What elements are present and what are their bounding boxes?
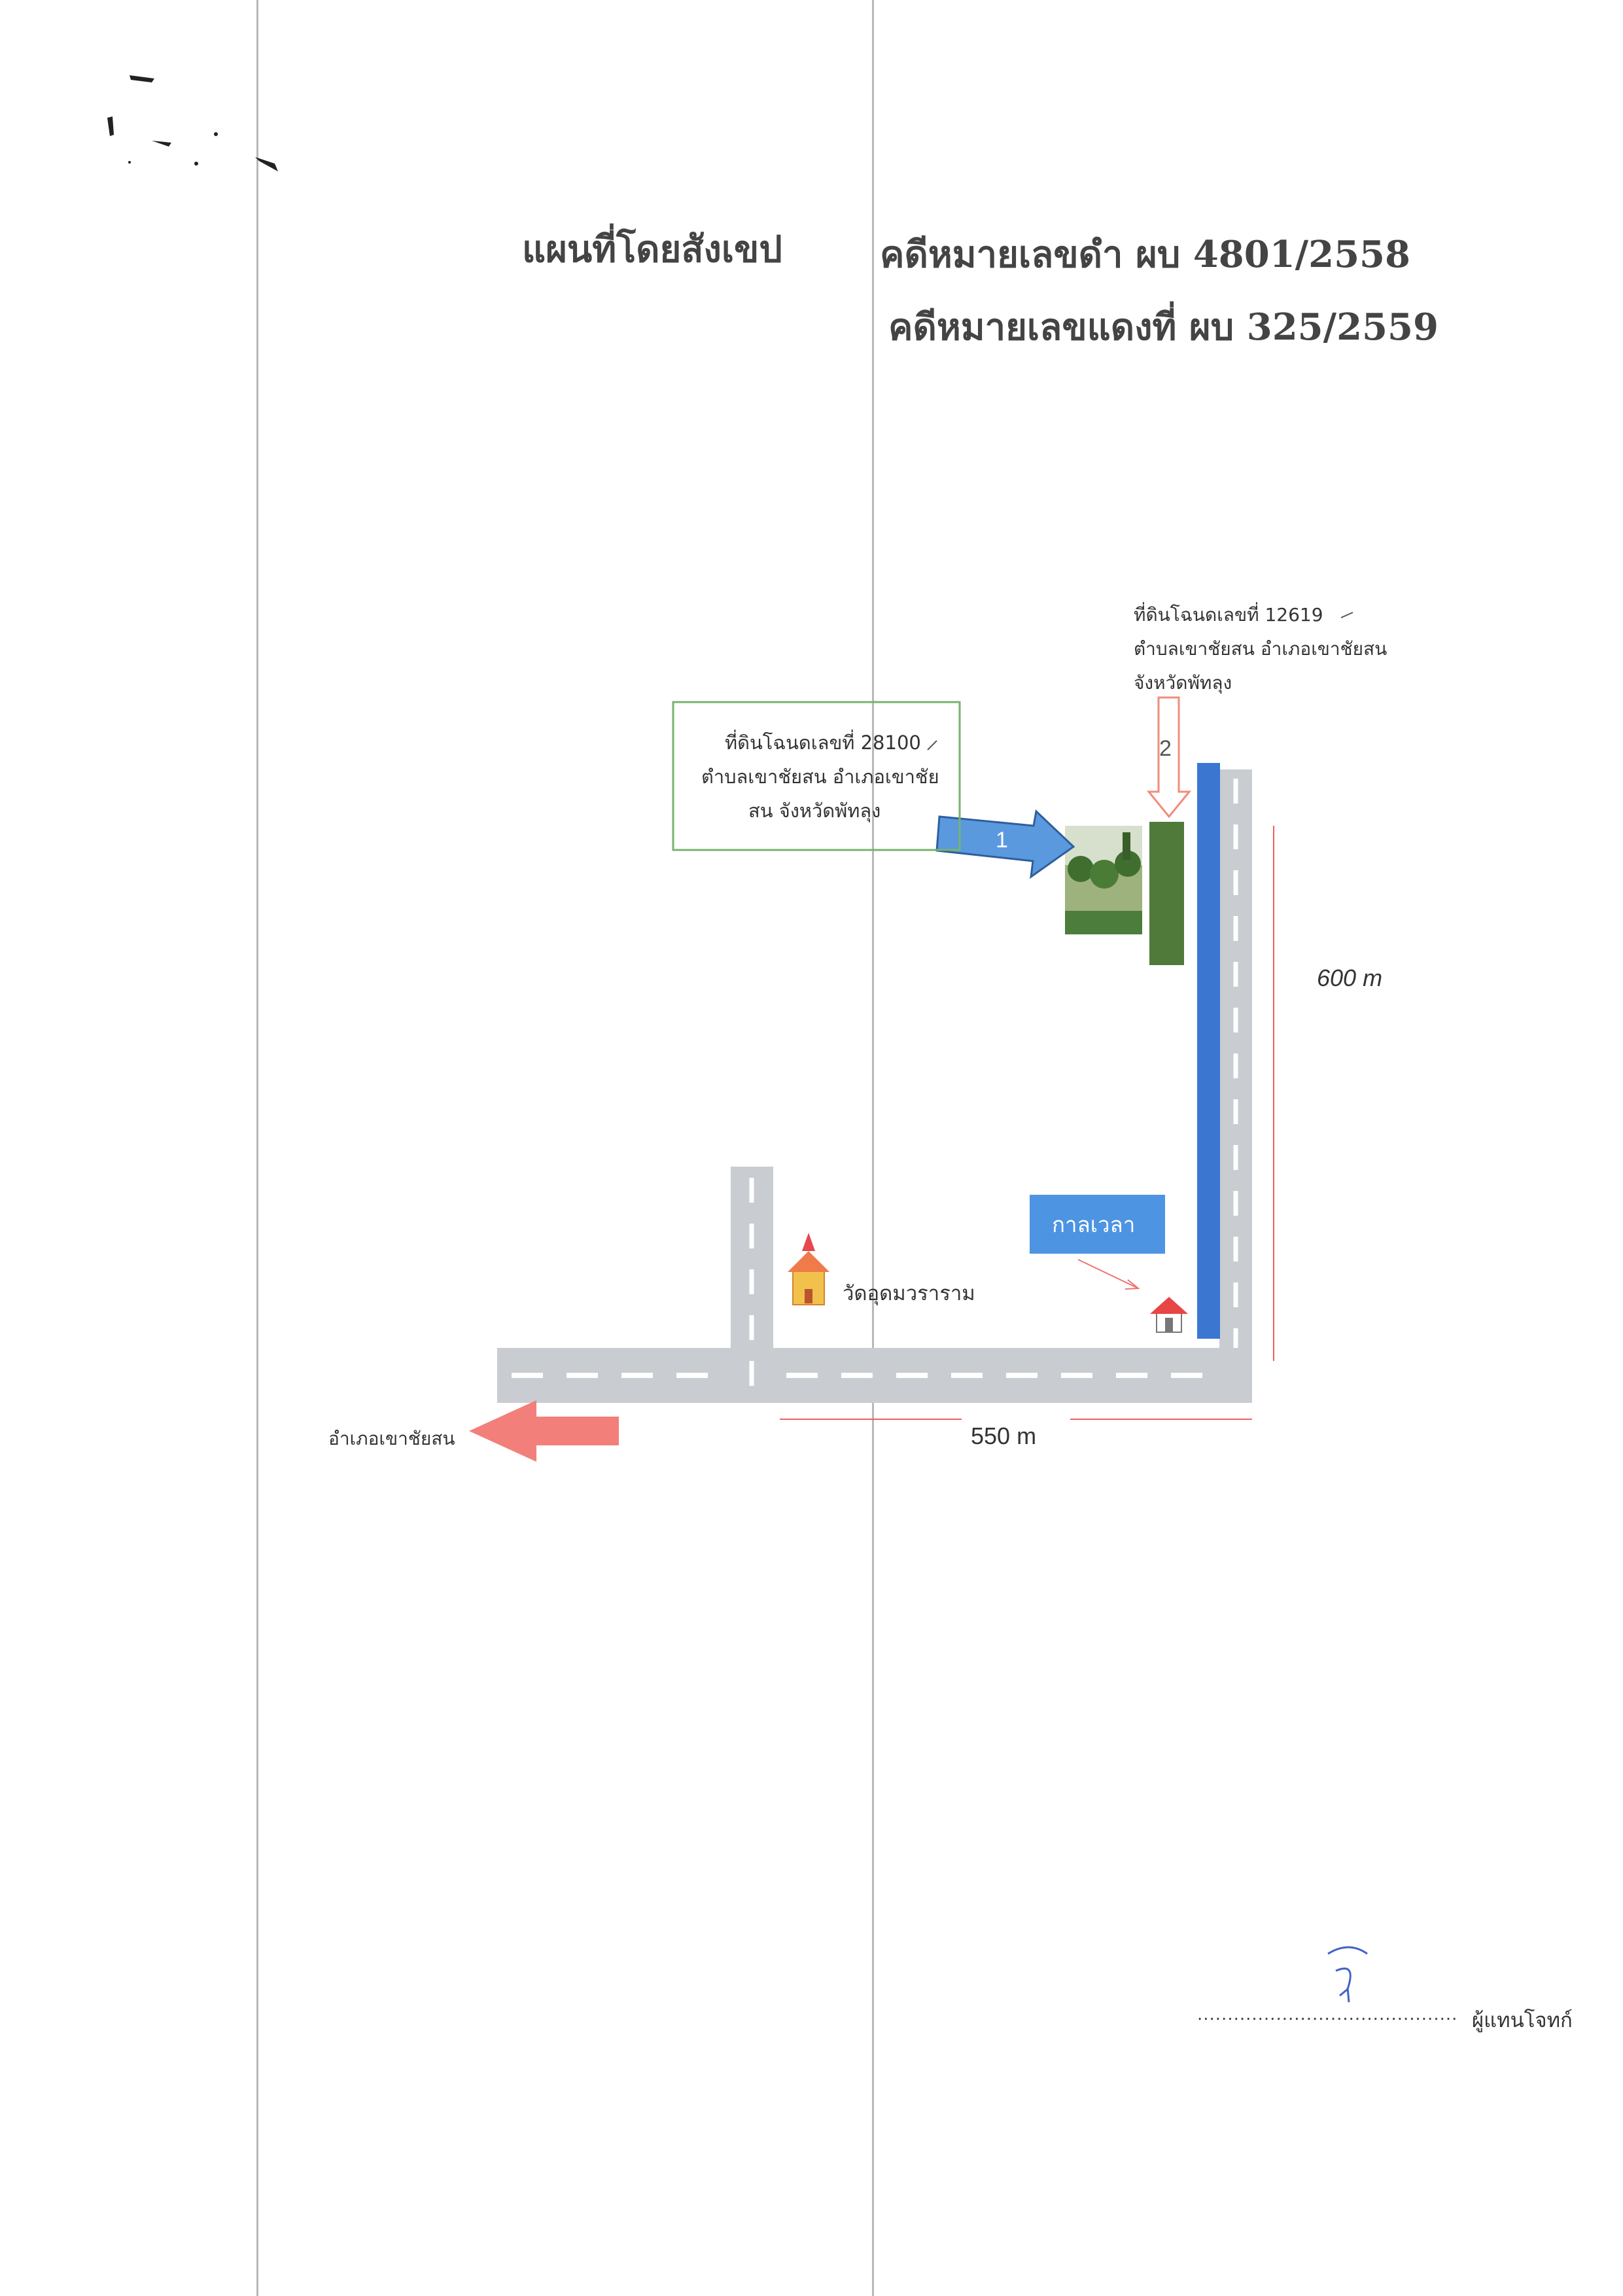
parcel-1-line-3: สน จังหวัดพัทลุง [748,800,881,822]
parcel-1-line-1: ที่ดินโฉนดเลขที่ 28100 [725,732,921,754]
parcel-2-line-3: จังหวัดพัทลุง [1134,672,1232,694]
parcel-1-photo [1065,826,1142,934]
temple-label: วัดอุดมวราราม [843,1282,975,1305]
speckle-marks [107,75,278,171]
kalawela-label-box [1030,1195,1165,1254]
house-icon [1150,1297,1188,1333]
check-mark [1340,612,1353,618]
signature-mark [1327,1946,1368,2003]
signer-role: ผู้แทนโจทก์ [1472,2009,1573,2032]
scan-fold-line-left [256,0,258,2296]
parcel-1-line-2: ตำบลเขาชัยสน อำเภอเขาชัย [701,766,939,788]
road-side-vertical [731,1167,773,1403]
signature-line: ........................................… [1197,2005,1458,2024]
parcel-1-marker: 1 [996,828,1008,853]
scan-fold-line-center [872,0,874,2296]
blue-road-strip [1197,763,1220,1339]
red-case-number: คดีหมายเลขแดงที่ ผบ 325/2559 [888,306,1439,349]
parcel-1-label-box [672,701,961,851]
kalawela-pointer [1077,1259,1138,1288]
check-mark [927,740,937,751]
map-title: แผนที่โดยสังเขป [522,228,782,271]
black-case-number: คดีหมายเลขดำ ผบ 4801/2558 [880,233,1410,276]
parcel-2-down-arrow [1146,696,1192,819]
parcel-2-line-1: ที่ดินโฉนดเลขที่ 12619 [1134,604,1323,626]
parcel-2-line-2: ตำบลเขาชัยสน อำเภอเขาชัยสน [1134,638,1387,660]
road-horizontal-main [497,1348,1252,1403]
direction-label: อำเภอเขาชัยสน [328,1428,455,1449]
road-vertical-main [1219,769,1252,1403]
kalawela-label: กาลเวลา [1052,1212,1136,1237]
parcel-2-plot [1149,822,1184,965]
distance-label-horizontal: 550 m [971,1422,1037,1449]
temple-icon [788,1233,829,1305]
parcel-1-pointer-arrow [935,809,1075,879]
parcel-2-marker: 2 [1159,736,1172,761]
distance-label-vertical: 600 m [1317,964,1383,991]
direction-arrow-left [469,1400,619,1462]
